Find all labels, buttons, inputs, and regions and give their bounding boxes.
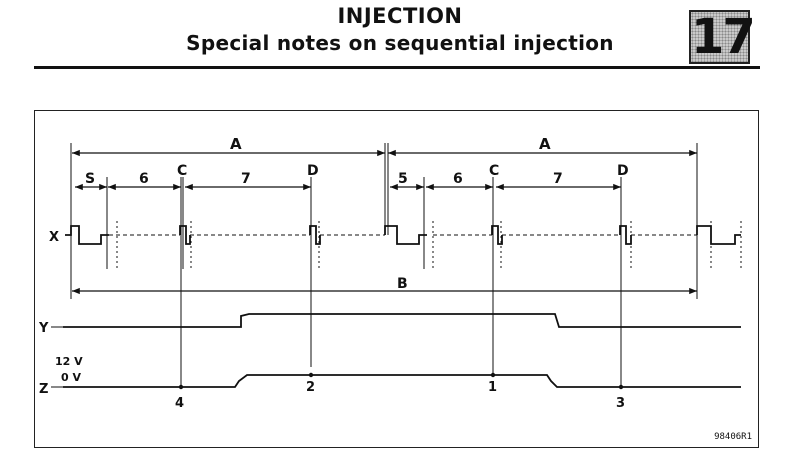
dimension-a-lines — [72, 149, 697, 295]
z-signal-points — [178, 372, 624, 390]
section-number-badge: 17 — [689, 9, 756, 65]
label-point-4: 4 — [175, 396, 184, 411]
label-7-right: 7 — [553, 171, 563, 187]
timing-diagram-frame: A A B S 6 C 7 D 5 6 C 7 D X Y Z 12 V 0 V… — [34, 110, 759, 448]
label-s: S — [85, 171, 95, 187]
label-a-left: A — [230, 135, 242, 153]
y-signal-trace — [63, 313, 741, 328]
label-6-right: 6 — [453, 171, 463, 187]
label-point-3: 3 — [616, 396, 625, 411]
x-signal-pulses — [65, 225, 741, 245]
label-12v: 12 V — [55, 355, 83, 368]
label-d-right: D — [617, 163, 629, 179]
label-signal-y: Y — [38, 321, 49, 336]
signal-leaders — [51, 326, 63, 388]
label-c-left: C — [177, 163, 187, 179]
label-signal-z: Z — [39, 382, 48, 397]
figure-reference: 98406R1 — [714, 432, 752, 442]
label-c-right: C — [489, 163, 499, 179]
label-6-left: 6 — [139, 171, 149, 187]
label-a-right: A — [539, 135, 551, 153]
label-5-right: 5 — [398, 171, 408, 187]
label-d-left: D — [307, 163, 319, 179]
header-rule — [34, 66, 760, 69]
label-0v: 0 V — [61, 371, 81, 384]
label-b: B — [397, 276, 408, 292]
label-point-2: 2 — [306, 380, 315, 395]
reference-verticals — [70, 143, 698, 389]
label-7-left: 7 — [241, 171, 251, 187]
page-header: INJECTION Special notes on sequential in… — [0, 0, 800, 70]
label-signal-x: X — [49, 230, 59, 245]
timing-diagram: A A B S 6 C 7 D 5 6 C 7 D X Y Z 12 V 0 V… — [38, 135, 742, 411]
page-title: INJECTION — [337, 4, 463, 28]
page-subtitle: Special notes on sequential injection — [186, 31, 614, 55]
pulse-edge-ticks — [116, 221, 742, 271]
z-signal-trace — [63, 374, 741, 388]
label-point-1: 1 — [488, 380, 497, 395]
